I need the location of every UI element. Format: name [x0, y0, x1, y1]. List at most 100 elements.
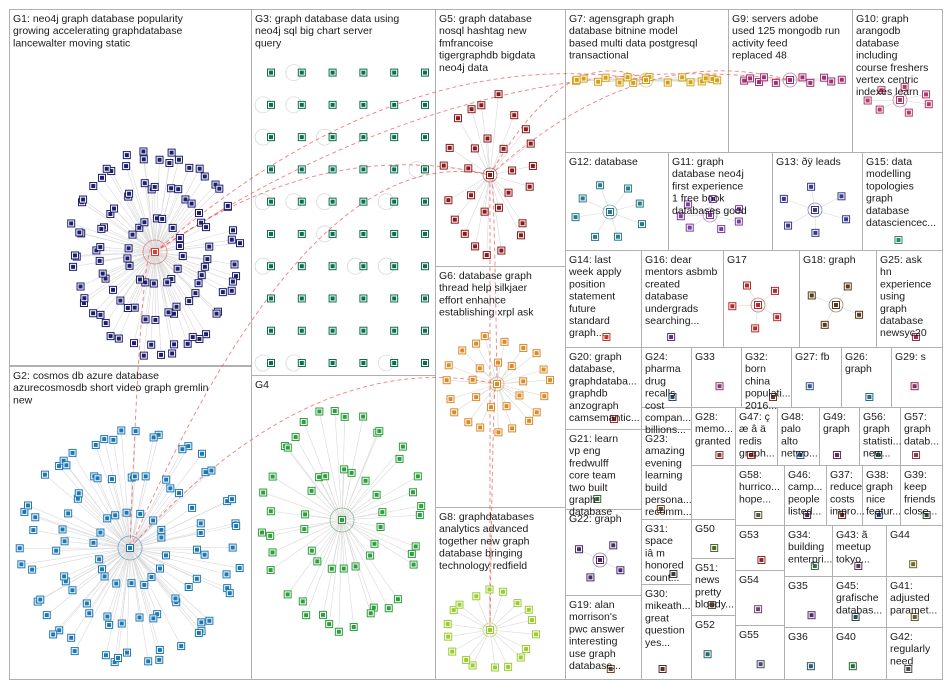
- g1-node: [106, 332, 115, 341]
- g2-node: [122, 648, 131, 657]
- g1-node: [116, 296, 125, 305]
- g2-node: [155, 645, 164, 654]
- g3-node: [421, 165, 429, 174]
- g46-node: [803, 511, 812, 519]
- g1-node: [197, 218, 206, 227]
- g4-node: [321, 472, 330, 481]
- g2-node: [31, 513, 40, 522]
- g4-node: [408, 488, 417, 497]
- g16-node: [667, 333, 676, 341]
- g42-node: [904, 665, 913, 673]
- g1-node: [96, 243, 105, 252]
- g8-node: [491, 663, 500, 672]
- g17-node: [751, 324, 760, 333]
- g3-node: [267, 229, 275, 238]
- group-label-g52: G52: [695, 619, 715, 631]
- g5-node: [477, 101, 486, 110]
- g7-hub-node: [642, 76, 650, 84]
- g11-node: [734, 217, 743, 226]
- group-label-g58: G58:hurrico...hope...: [739, 469, 780, 505]
- g8-hub-node: [486, 626, 494, 634]
- group-label-g26: G26:graph: [845, 351, 872, 375]
- g10-node: [877, 86, 886, 95]
- g10-node: [904, 108, 913, 117]
- g2-node: [188, 503, 197, 512]
- g9-node: [759, 73, 768, 82]
- group-box-g33: [691, 347, 742, 408]
- group-box-g44: [886, 525, 943, 577]
- g6-node: [546, 376, 555, 385]
- g1-node: [139, 351, 148, 360]
- g5-node: [504, 188, 513, 197]
- g1-node: [227, 235, 236, 244]
- g8-node: [498, 587, 507, 596]
- group-box-g57: [900, 407, 943, 466]
- g1-node: [175, 234, 184, 243]
- g2-node: [197, 618, 206, 627]
- g2-node: [107, 475, 116, 484]
- g23-node: [656, 505, 665, 513]
- g5-node: [526, 139, 535, 148]
- g1-node: [178, 252, 187, 261]
- g1-node: [203, 255, 212, 264]
- group-label-g44: G44: [890, 529, 910, 541]
- g6-node: [486, 403, 495, 412]
- inter-group-edge: [129, 171, 491, 549]
- g2-node: [228, 495, 237, 504]
- g4-node: [366, 609, 375, 618]
- g2-node: [23, 501, 32, 510]
- g4-node: [384, 604, 393, 613]
- g5-node: [494, 90, 503, 99]
- g12-node: [591, 232, 600, 241]
- g3-node: [390, 100, 399, 109]
- g3-node: [297, 229, 306, 238]
- g18-node: [807, 291, 816, 300]
- g1-node: [173, 264, 182, 273]
- g3-node: [359, 359, 368, 367]
- inter-group-edge: [154, 73, 647, 253]
- g6-node: [508, 424, 517, 433]
- g4-node: [378, 508, 387, 517]
- g1-node: [175, 242, 184, 251]
- g3-node: [328, 68, 337, 77]
- g8-node: [522, 644, 531, 653]
- g48-node: [796, 451, 805, 459]
- g13-node: [842, 215, 851, 224]
- g2-node: [101, 651, 110, 660]
- g8-node: [513, 599, 522, 608]
- g3-node: [297, 197, 306, 206]
- g4-node: [283, 443, 292, 452]
- g4-node: [413, 472, 422, 481]
- g1-node: [97, 173, 106, 182]
- g4-node: [375, 427, 384, 436]
- g13-node: [811, 228, 820, 237]
- g2-node: [58, 525, 67, 534]
- g1-node: [163, 278, 172, 287]
- g32-node: [769, 393, 778, 401]
- g17-hub-node: [754, 301, 762, 309]
- g38-node: [874, 511, 883, 519]
- group-box-g55: [735, 625, 785, 680]
- g1-node: [172, 302, 181, 311]
- g2-node: [95, 555, 104, 564]
- g2-node: [68, 448, 77, 457]
- g2-node: [96, 528, 105, 537]
- g5-node: [518, 219, 527, 228]
- g6-hub-node: [493, 380, 501, 388]
- g26-node: [865, 393, 874, 401]
- g3-node: [359, 197, 368, 206]
- g1-node: [167, 148, 176, 157]
- g2-node: [60, 537, 69, 546]
- g10-node: [900, 82, 909, 91]
- g1-node: [80, 294, 89, 303]
- g2-node: [93, 474, 102, 483]
- g5-node: [494, 203, 503, 212]
- g12-hub-node: [606, 208, 614, 216]
